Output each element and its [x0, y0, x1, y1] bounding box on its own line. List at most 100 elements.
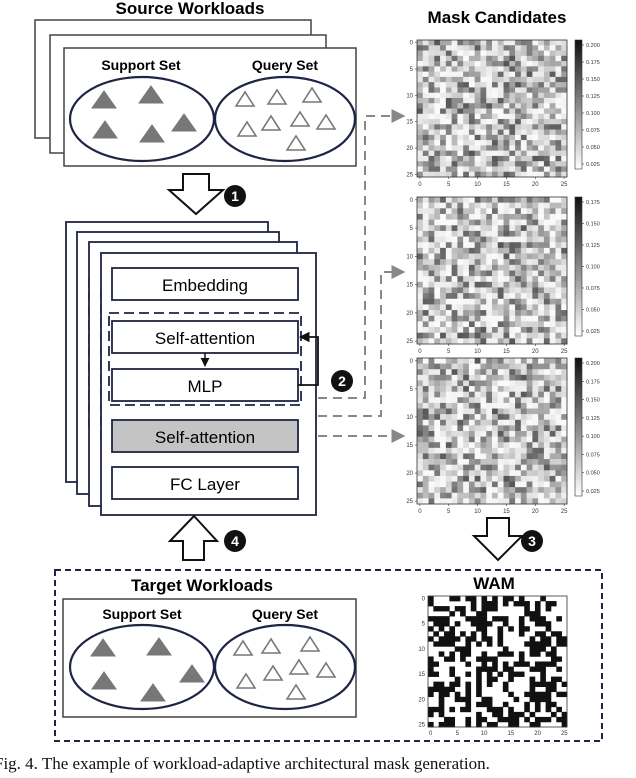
heatmap-cell — [468, 363, 475, 370]
colorbar — [574, 39, 583, 170]
wam-cell — [556, 641, 562, 647]
heatmap-cell — [468, 276, 475, 283]
heatmap-cell — [474, 161, 481, 167]
wam-cell — [465, 701, 472, 708]
heatmap-cell — [503, 281, 510, 288]
heatmap-cell — [561, 453, 568, 460]
heatmap-cell — [549, 103, 556, 109]
heatmap-cell — [422, 374, 429, 381]
heatmap-cell — [549, 338, 556, 345]
heatmap-cell — [543, 374, 550, 381]
wam-cell — [438, 696, 445, 703]
heatmap-cell — [561, 145, 568, 151]
heatmap-cell — [428, 259, 435, 266]
heatmap-cell — [417, 134, 424, 141]
heatmap-cell — [417, 259, 424, 266]
heatmap-cell — [532, 219, 539, 226]
heatmap-cell — [486, 140, 493, 146]
heatmap-cell — [428, 208, 435, 215]
heatmap-cell — [492, 161, 499, 167]
heatmap-cell — [509, 397, 516, 404]
heatmap-cell — [543, 92, 550, 99]
heatmap-cell — [422, 270, 429, 277]
heatmap-cell — [497, 247, 504, 254]
heatmap-cell — [428, 419, 435, 426]
heatmap-cell — [503, 103, 510, 109]
heatmap-cell — [428, 155, 435, 162]
heatmap-cell — [538, 150, 545, 157]
heatmap-cell — [445, 321, 452, 328]
heatmap-cell — [486, 332, 493, 339]
heatmap-cell — [417, 150, 424, 157]
heatmap-cell — [428, 40, 435, 46]
heatmap-cell — [440, 315, 447, 322]
heatmap-cell — [509, 315, 516, 322]
heatmap-cell — [428, 76, 435, 83]
heatmap-cell — [463, 140, 470, 146]
wam-cell — [534, 691, 541, 698]
heatmap-cell — [543, 202, 550, 209]
heatmap-cell — [474, 408, 481, 415]
heatmap-cell — [451, 197, 458, 203]
heatmap-cell — [532, 315, 539, 322]
heatmap-cell — [526, 481, 533, 488]
heatmap-cell — [457, 481, 464, 488]
heatmap-cell — [428, 87, 435, 93]
wam-frame — [427, 595, 568, 728]
heatmap-cell — [486, 338, 493, 345]
heatmap-cell — [515, 225, 522, 232]
heatmap-cell — [486, 498, 493, 505]
heatmap-cell — [445, 150, 452, 157]
heatmap-cell — [503, 213, 510, 220]
heatmap-cell — [480, 97, 487, 104]
heatmap-cell — [451, 397, 458, 404]
heatmap-cell — [497, 492, 504, 499]
heatmap-cell — [417, 247, 424, 254]
heatmap-cell — [434, 315, 441, 322]
heatmap-cell — [457, 259, 464, 266]
heatmap-cell — [497, 236, 504, 243]
heatmap-cell — [532, 247, 539, 254]
heatmap-cell — [463, 408, 470, 415]
heatmap-cell — [480, 50, 487, 57]
heatmap-cell — [486, 442, 493, 449]
heatmap-cell — [538, 219, 545, 226]
heatmap-cell — [509, 45, 516, 51]
heatmap-cell — [463, 431, 470, 437]
heatmap-cell — [463, 108, 470, 115]
heatmap-cell — [457, 464, 464, 471]
source-workloads: Source Workloads Support Set Query Set — [34, 0, 357, 167]
wam-cell — [470, 621, 477, 627]
heatmap-cell — [538, 97, 545, 104]
heatmap-cell — [474, 447, 481, 454]
heatmap-cell — [428, 397, 435, 404]
heatmap-cell — [480, 161, 487, 167]
heatmap-cell — [434, 197, 441, 203]
heatmap-cell — [549, 270, 556, 277]
heatmap-cell — [474, 124, 481, 130]
heatmap-cell — [492, 166, 499, 173]
outline-triangle-icon — [315, 661, 337, 678]
wam-cell — [476, 676, 482, 682]
heatmap-cell — [538, 332, 545, 339]
heatmap-cell — [434, 321, 441, 328]
heatmap-cell — [497, 402, 504, 409]
heatmap-cell — [474, 92, 481, 99]
heatmap-cell — [509, 459, 516, 465]
heatmap-cell — [543, 358, 550, 364]
heatmap-cell — [497, 197, 504, 203]
wam-cell — [481, 716, 488, 723]
wam-cell — [470, 601, 477, 607]
heatmap-cell — [417, 87, 424, 93]
heatmap-cell — [526, 374, 533, 381]
heatmap-cell — [543, 140, 550, 146]
heatmap-cell — [480, 108, 487, 115]
heatmap-cell — [543, 71, 550, 78]
heatmap-cell — [515, 45, 522, 51]
colorbar — [574, 357, 583, 497]
heatmap-cell — [440, 97, 447, 104]
heatmap-cell — [428, 442, 435, 449]
heatmap-cell — [509, 358, 516, 364]
colorbar-tick-label: 0.125 — [586, 243, 600, 249]
